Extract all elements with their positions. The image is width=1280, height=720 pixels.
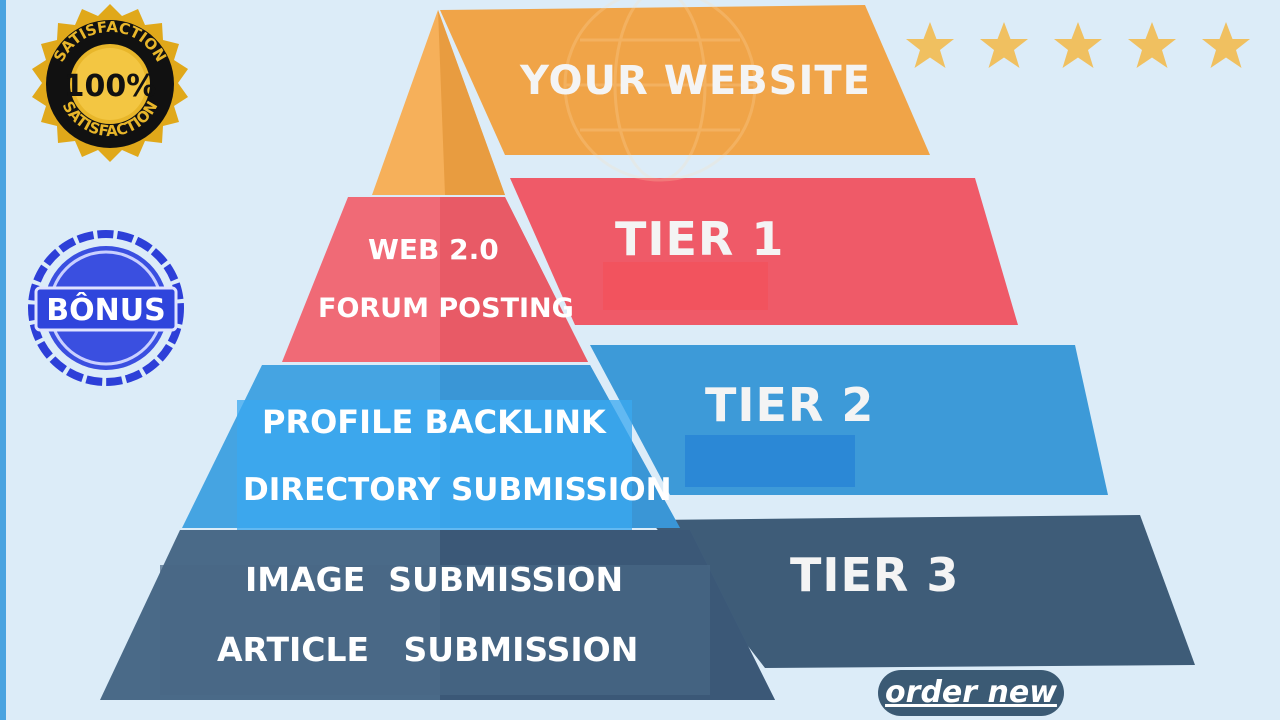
- tier1-item-web20: WEB 2.0: [368, 233, 499, 266]
- your-website-label: YOUR WEBSITE: [520, 58, 871, 104]
- satisfaction-seal-icon: 100% SATISFACTION SATISFACTION: [32, 4, 188, 162]
- globe-icon: [563, 0, 757, 182]
- seal-center-text: 100%: [64, 69, 157, 104]
- star-icon: [906, 22, 954, 68]
- star-icon: [980, 22, 1028, 68]
- website-band: [440, 5, 930, 155]
- tier2-title: TIER 2: [705, 378, 875, 432]
- bonus-stamp-text: BÔNUS: [46, 291, 165, 328]
- tier3-item-article-submission: ARTICLE SUBMISSION: [217, 630, 639, 669]
- star-icon: [1202, 22, 1250, 68]
- bonus-stamp-icon: BÔNUS: [28, 230, 184, 386]
- tier1-title: TIER 1: [615, 212, 785, 266]
- tier3-band: [650, 515, 1195, 668]
- star-icon: [1128, 22, 1176, 68]
- tier2-item-directory-submission: DIRECTORY SUBMISSION: [243, 472, 672, 508]
- tier2-item-profile-backlink: PROFILE BACKLINK: [262, 403, 606, 441]
- tier3-title: TIER 3: [790, 548, 960, 602]
- tier1-item-forum-posting: FORUM POSTING: [318, 293, 574, 324]
- order-new-button[interactable]: order new: [878, 670, 1064, 716]
- tier3-item-image-submission: IMAGE SUBMISSION: [245, 560, 624, 599]
- star-icon: [1054, 22, 1102, 68]
